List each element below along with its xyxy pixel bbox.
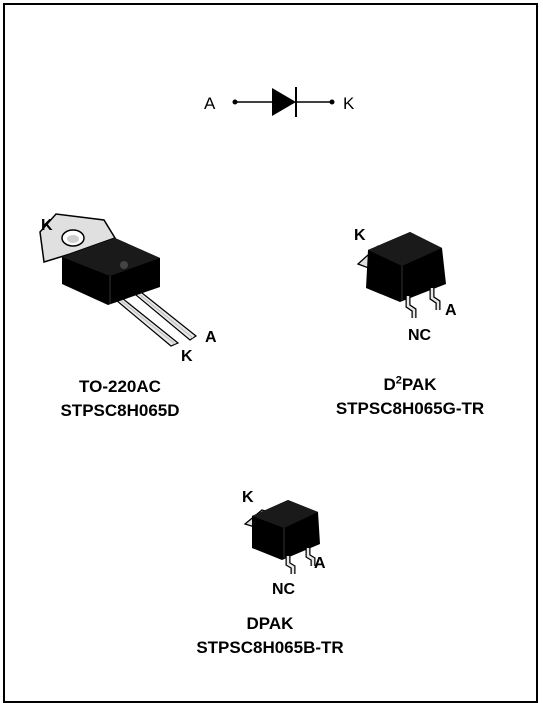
dpak-caption: DPAK STPSC8H065B-TR — [170, 612, 370, 660]
anode-label: A — [204, 94, 216, 113]
d2pak-package-name: D2PAK — [383, 374, 437, 394]
to220-part-number: STPSC8H065D — [60, 401, 180, 420]
d2pak-part-number: STPSC8H065G-TR — [335, 399, 485, 418]
d2pak-pin-k: K — [354, 227, 366, 244]
diode-triangle — [272, 88, 296, 116]
to220-pin-a: A — [205, 329, 217, 346]
to220-package-icon: K A K — [39, 213, 217, 365]
to220-caption: TO-220AC STPSC8H065D — [30, 375, 210, 423]
to220-package-name: TO-220AC — [79, 377, 161, 396]
dpak-part-number: STPSC8H065B-TR — [196, 638, 344, 657]
dpak-package-icon: K A NC — [242, 489, 326, 598]
d2pak-package-icon: K A NC — [354, 227, 457, 344]
cathode-label: K — [343, 94, 355, 113]
d2pak-pin-nc: NC — [408, 327, 432, 344]
dpak-package-name: DPAK — [246, 614, 294, 633]
d2pak-caption: D2PAK STPSC8H065G-TR — [300, 373, 520, 421]
dpak-pin-k: K — [242, 489, 254, 506]
to220-pin-k-bottom: K — [181, 348, 193, 365]
cathode-terminal — [329, 99, 335, 105]
diode-symbol: A K — [204, 87, 355, 117]
to220-pin-k-top: K — [41, 217, 53, 234]
dpak-pin-a: A — [314, 555, 326, 572]
d2pak-pin-a: A — [445, 302, 457, 319]
dpak-pin-nc: NC — [272, 581, 296, 598]
